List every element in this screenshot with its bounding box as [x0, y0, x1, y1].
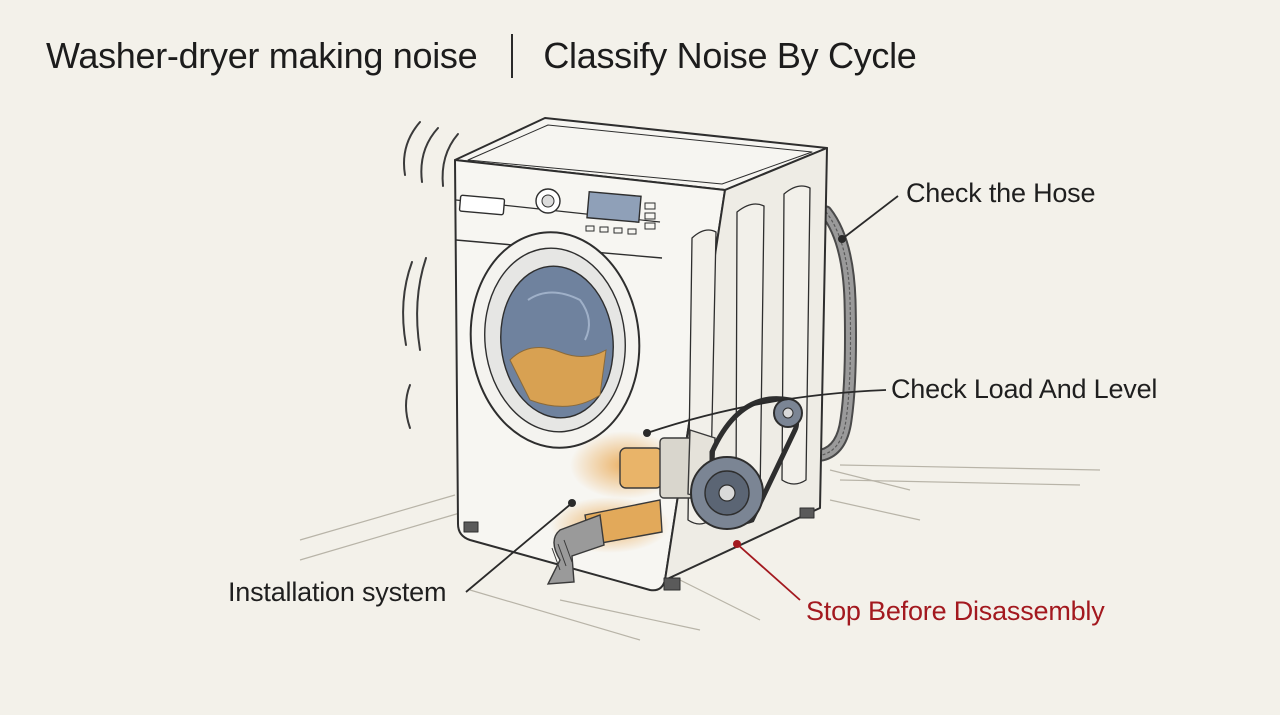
display-icon — [586, 191, 642, 223]
title-divider — [511, 34, 514, 78]
belt-pulley-icon — [690, 396, 803, 530]
washer-door — [469, 231, 641, 449]
callout-installation-system: Installation system — [228, 577, 447, 607]
page-title: Washer-dryer making noise — [46, 35, 478, 76]
callout-stop-disassembly: Stop Before Disassembly — [806, 596, 1105, 626]
vibration-lines-icon — [402, 121, 459, 429]
drain-pipe-icon — [546, 514, 605, 585]
page-subtitle: Classify Noise By Cycle — [543, 35, 917, 76]
callout-check-hose: Check the Hose — [906, 178, 1096, 208]
callout-lines — [465, 195, 899, 601]
callout-check-load-level: Check Load And Level — [891, 374, 1158, 404]
control-panel — [458, 188, 656, 235]
hose-icon — [815, 205, 857, 462]
header: Washer-dryer making noise Classify Noise… — [46, 34, 917, 78]
floor-lines — [299, 460, 1101, 641]
